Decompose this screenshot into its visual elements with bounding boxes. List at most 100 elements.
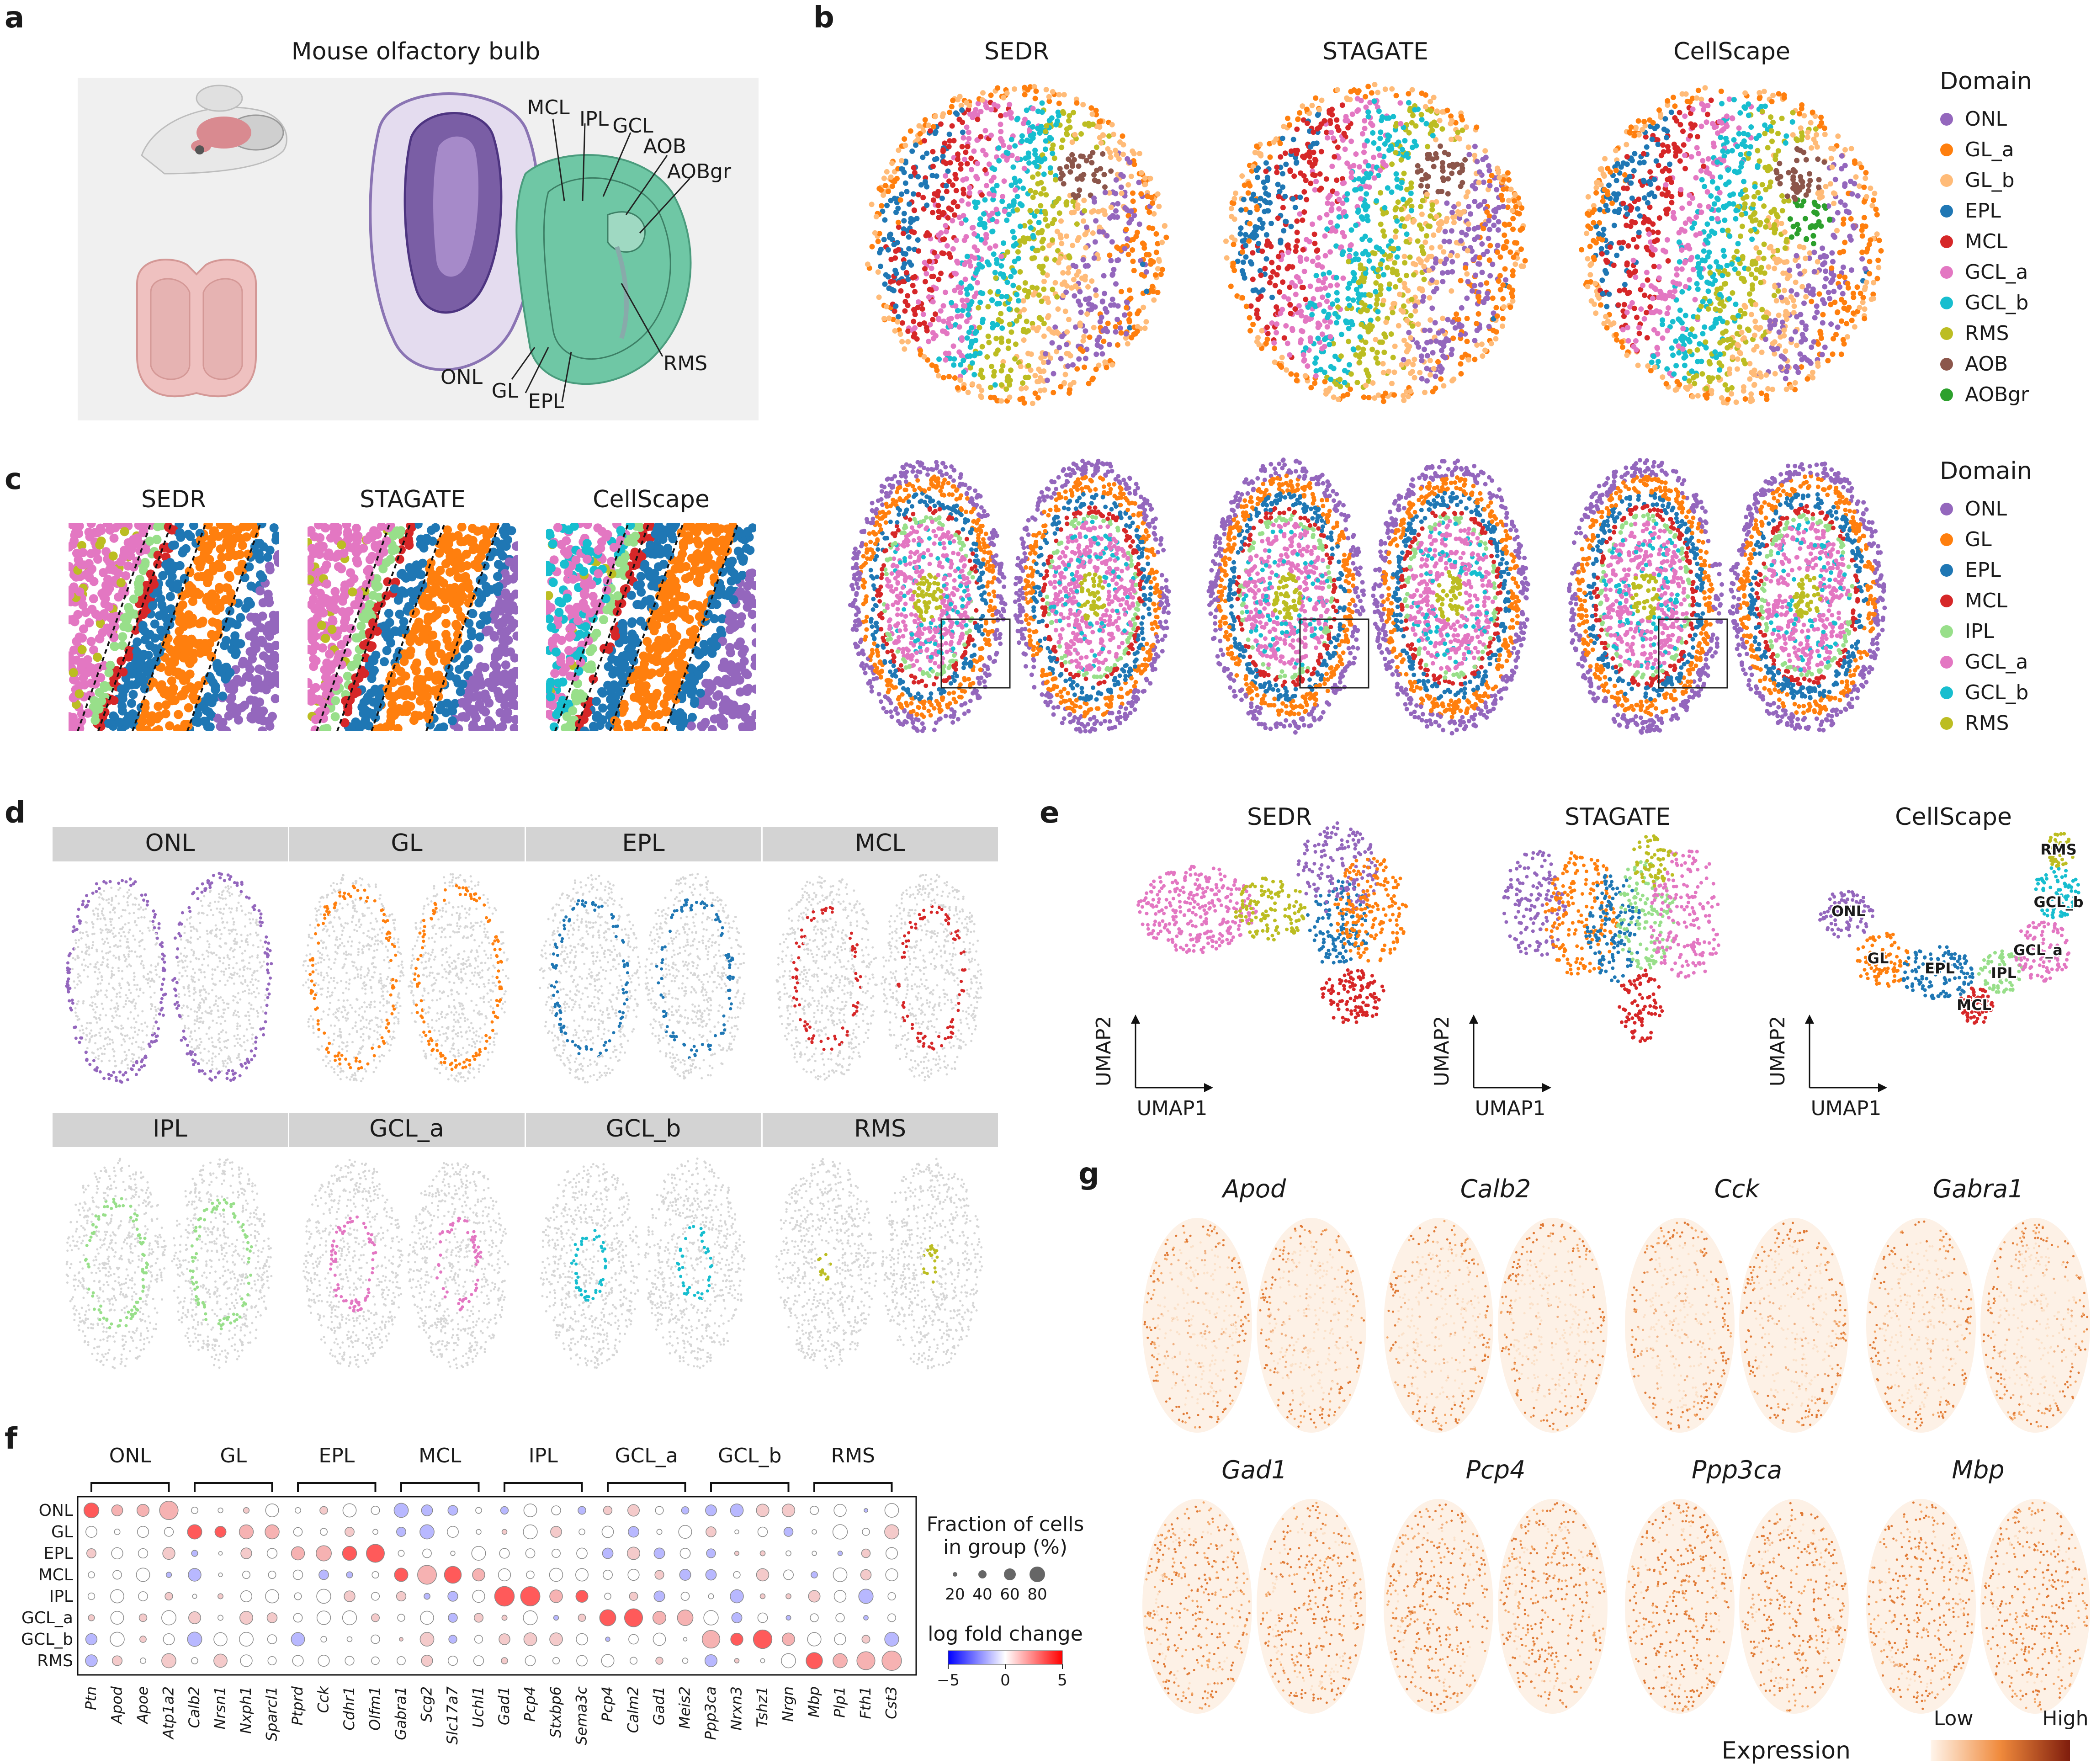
spot bbox=[1457, 211, 1463, 217]
spot bbox=[1080, 154, 1086, 159]
spot bbox=[1254, 204, 1260, 210]
spot bbox=[1455, 129, 1461, 135]
spot bbox=[1285, 244, 1291, 250]
spot bbox=[1757, 96, 1762, 101]
spot bbox=[1058, 218, 1064, 224]
spot bbox=[1405, 393, 1411, 399]
spot bbox=[1364, 171, 1369, 176]
spot bbox=[1624, 352, 1630, 358]
spot bbox=[969, 299, 975, 305]
spot bbox=[1861, 184, 1867, 190]
spot bbox=[1451, 204, 1457, 210]
spot bbox=[1061, 380, 1067, 386]
spot bbox=[1306, 239, 1312, 244]
spot bbox=[1385, 265, 1390, 271]
spot bbox=[1759, 182, 1765, 188]
spot bbox=[1382, 86, 1388, 92]
spot bbox=[943, 351, 949, 356]
spot bbox=[911, 319, 917, 324]
spot bbox=[1013, 341, 1019, 347]
spot bbox=[1145, 193, 1151, 199]
spot bbox=[1474, 321, 1480, 326]
spot bbox=[1448, 253, 1454, 259]
spot bbox=[1634, 244, 1640, 250]
spot bbox=[952, 212, 957, 218]
spot bbox=[893, 248, 899, 254]
spot bbox=[1672, 103, 1678, 109]
spot bbox=[1419, 376, 1425, 382]
spot bbox=[1301, 268, 1307, 274]
spot bbox=[1776, 329, 1782, 335]
spot bbox=[1125, 251, 1131, 257]
spot bbox=[1627, 174, 1633, 180]
spot bbox=[1848, 216, 1854, 222]
spot bbox=[1753, 302, 1759, 308]
spot bbox=[1098, 140, 1104, 146]
spot bbox=[1857, 183, 1862, 189]
spot bbox=[955, 284, 961, 290]
spot bbox=[1008, 367, 1014, 373]
panel-a-title: Mouse olfactory bulb bbox=[292, 38, 541, 65]
spot bbox=[1104, 365, 1109, 371]
spot bbox=[1073, 264, 1079, 270]
spot bbox=[1664, 366, 1670, 372]
spot bbox=[1028, 225, 1034, 231]
spot bbox=[1473, 272, 1478, 278]
spot bbox=[1750, 286, 1756, 292]
spot bbox=[1493, 305, 1499, 311]
spot bbox=[1502, 266, 1508, 272]
spot bbox=[1687, 246, 1693, 252]
spot bbox=[1412, 138, 1417, 144]
spot bbox=[1363, 104, 1369, 110]
spot bbox=[966, 306, 971, 312]
spot bbox=[1464, 295, 1470, 301]
spot bbox=[930, 210, 936, 216]
spot bbox=[1804, 134, 1810, 140]
spot bbox=[1829, 250, 1835, 256]
spot bbox=[1042, 209, 1048, 214]
spot bbox=[901, 170, 907, 175]
spot bbox=[1322, 253, 1328, 259]
spot bbox=[1635, 362, 1641, 368]
spot bbox=[1677, 259, 1682, 265]
spot bbox=[1334, 177, 1340, 183]
spot bbox=[1522, 258, 1528, 264]
spot bbox=[1474, 159, 1480, 165]
spot bbox=[1676, 230, 1682, 236]
spot bbox=[1324, 226, 1330, 232]
spot bbox=[995, 85, 1001, 91]
spot bbox=[1429, 202, 1435, 208]
spot bbox=[1250, 321, 1256, 327]
spot bbox=[1083, 224, 1089, 230]
spot bbox=[1449, 378, 1455, 384]
spot bbox=[972, 255, 978, 261]
spot bbox=[1822, 132, 1828, 138]
spot bbox=[1651, 176, 1657, 182]
spot bbox=[1019, 133, 1025, 139]
spot bbox=[1356, 176, 1362, 182]
spot bbox=[1426, 152, 1432, 158]
spot bbox=[1815, 360, 1821, 366]
spot bbox=[1669, 194, 1675, 200]
spot bbox=[1437, 225, 1443, 231]
spot bbox=[1368, 121, 1374, 126]
spot bbox=[1716, 119, 1722, 125]
spot bbox=[1319, 97, 1325, 103]
spot bbox=[1829, 265, 1835, 271]
spot bbox=[1365, 203, 1370, 209]
spot bbox=[1842, 239, 1848, 245]
spot bbox=[1858, 165, 1864, 170]
spot bbox=[1116, 156, 1122, 162]
spot bbox=[1799, 332, 1805, 338]
spot bbox=[1600, 291, 1606, 297]
spot bbox=[1060, 109, 1066, 115]
spot bbox=[1876, 265, 1882, 271]
spot bbox=[932, 114, 938, 120]
spot bbox=[1507, 249, 1513, 255]
spot bbox=[1040, 270, 1046, 276]
spot bbox=[869, 616, 874, 622]
spot bbox=[1099, 299, 1105, 305]
spot bbox=[1435, 359, 1441, 365]
spot bbox=[1422, 239, 1428, 245]
spot bbox=[1652, 239, 1658, 244]
